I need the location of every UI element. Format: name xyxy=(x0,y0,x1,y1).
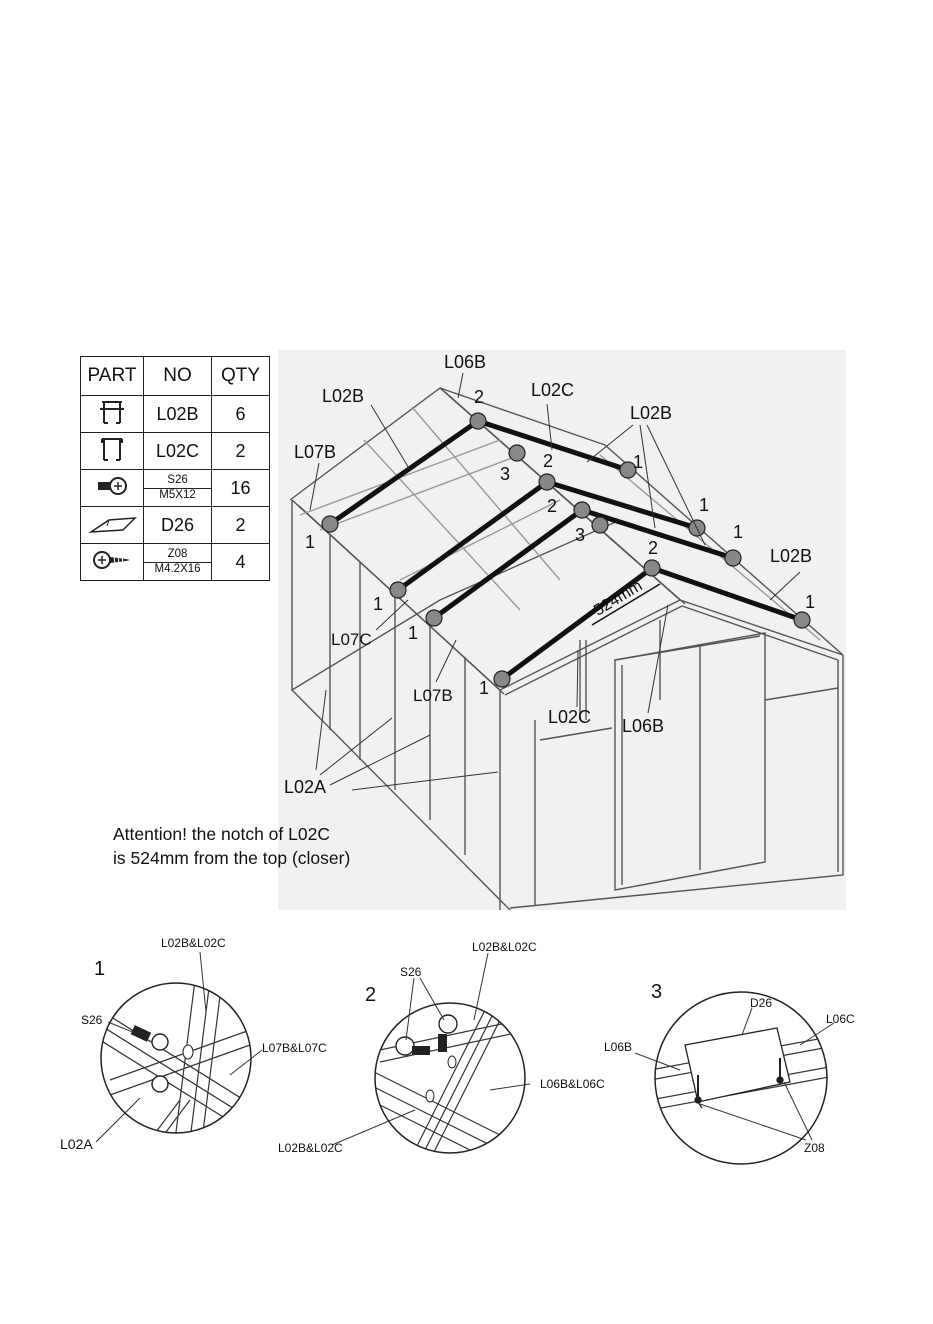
parts-row: L02B 6 xyxy=(80,395,270,433)
marker-2: 2 xyxy=(543,451,554,471)
marker-1: 1 xyxy=(633,452,644,472)
parts-table: PART NO QTY L02B 6 L02C 2 S26 M5X12 xyxy=(80,356,270,581)
label-l06b-top: L06B xyxy=(444,352,487,372)
marker-1: 1 xyxy=(805,592,816,612)
detail-3-left-label: L06B xyxy=(604,1040,633,1054)
header-no: NO xyxy=(142,356,213,396)
detail-2-bolt-label: S26 xyxy=(400,965,422,979)
marker-1: 1 xyxy=(305,532,316,552)
label-l02c-bottom: L02C xyxy=(548,707,592,727)
marker-2: 2 xyxy=(547,496,558,516)
marker-1: 1 xyxy=(408,623,419,643)
label-l02b-left: L02B xyxy=(322,386,365,406)
detail-1-top-label: L02B&L02C xyxy=(161,936,226,950)
part-no-split: Z08 M4.2X16 xyxy=(142,543,213,581)
header-part: PART xyxy=(80,356,144,396)
screw-icon xyxy=(80,543,144,581)
part-qty: 2 xyxy=(211,432,270,470)
part-no-split: S26 M5X12 xyxy=(142,469,213,507)
part-no-line2: M5X12 xyxy=(159,489,196,501)
label-l02b-right: L02B xyxy=(770,546,813,566)
detail-3-cap-label: D26 xyxy=(750,996,773,1010)
detail-3-right-label: L06C xyxy=(826,1012,855,1026)
part-no-line1: S26 xyxy=(144,474,212,489)
label-l06b-bottom: L06B xyxy=(622,716,665,736)
detail-3-number: 3 xyxy=(651,981,663,1003)
detail-2-right-label: L06B&L06C xyxy=(540,1077,605,1091)
parts-row: Z08 M4.2X16 4 xyxy=(80,543,270,581)
parts-row: S26 M5X12 16 xyxy=(80,469,270,507)
attention-line-1: Attention! the notch of L02C xyxy=(113,824,330,844)
label-l02a: L02A xyxy=(284,777,327,797)
part-qty: 6 xyxy=(211,395,270,433)
part-no-line1: Z08 xyxy=(144,548,212,563)
detail-1-bolt-label: S26 xyxy=(81,1013,103,1027)
detail-1-number: 1 xyxy=(94,958,106,980)
marker-1: 1 xyxy=(479,678,490,698)
detail-3-screw-label: Z08 xyxy=(804,1141,825,1155)
marker-1: 1 xyxy=(733,522,744,542)
parts-table-header: PART NO QTY xyxy=(80,356,270,396)
part-no: L02C xyxy=(142,432,213,470)
part-no-line2: M4.2X16 xyxy=(154,563,201,575)
detail-1-right-label: L07B&L07C xyxy=(262,1041,327,1055)
marker-2: 2 xyxy=(474,387,485,407)
attention-note: Attention! the notch of L02C is 524mm fr… xyxy=(113,822,350,870)
marker-3: 3 xyxy=(500,464,511,484)
attention-line-2: is 524mm from the top (closer) xyxy=(113,848,351,868)
detail-1-bottom-label: L02A xyxy=(60,1136,93,1152)
label-l02c-top: L02C xyxy=(531,380,575,400)
marker-1: 1 xyxy=(373,594,384,614)
part-no: L02B xyxy=(142,395,213,433)
label-l07b-mid: L07B xyxy=(413,686,453,705)
detail-2-bottom-label: L02B&L02C xyxy=(278,1141,343,1155)
part-qty: 4 xyxy=(211,543,270,581)
detail-2-number: 2 xyxy=(365,984,377,1006)
label-l07c: L07C xyxy=(331,630,372,649)
detail-2-top-label: L02B&L02C xyxy=(472,940,537,954)
label-l02b-top-right: L02B xyxy=(630,403,673,423)
part-qty: 16 xyxy=(211,469,270,507)
angle-cap-icon xyxy=(80,506,144,544)
marker-3: 3 xyxy=(575,525,586,545)
header-qty: QTY xyxy=(211,356,270,396)
marker-2: 2 xyxy=(648,538,659,558)
marker-1: 1 xyxy=(699,495,710,515)
label-l07b-left: L07B xyxy=(294,442,337,462)
